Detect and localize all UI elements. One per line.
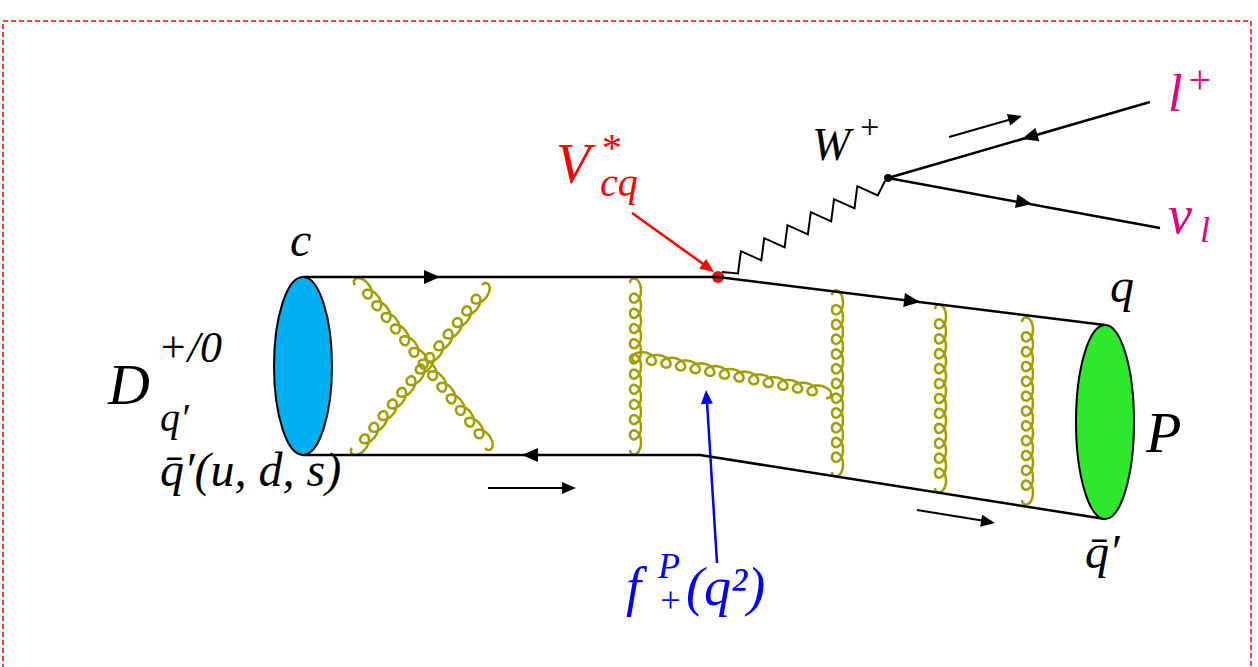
gluon-coil <box>630 278 641 454</box>
frame-border <box>3 21 1251 667</box>
form-factor-label: + <box>658 582 682 618</box>
gluon-coil <box>351 283 490 455</box>
form-factor-label: (q²) <box>686 560 765 614</box>
lepton-label: + <box>1186 60 1213 100</box>
gluon-coil <box>354 278 493 450</box>
w-boson-line <box>722 181 885 273</box>
quark-line-path <box>303 455 1105 519</box>
quark-line-path <box>303 277 1105 325</box>
leader-line <box>707 402 717 563</box>
form-factor-label: f <box>626 560 641 614</box>
gluon-coil <box>832 290 843 476</box>
ellipse-shape <box>274 277 332 455</box>
lepton-label: ν <box>1168 188 1192 242</box>
arrow-head <box>980 515 995 527</box>
quark-line <box>303 277 1105 325</box>
momentum-arrow <box>488 487 566 489</box>
vertex-dot <box>884 174 892 182</box>
neutrino-line <box>888 178 1160 228</box>
ellipse-outline <box>1075 324 1135 520</box>
boson-label: W <box>812 122 850 168</box>
quark-line <box>303 455 1105 519</box>
quark-label: q <box>1110 262 1134 310</box>
quark-label: q̄′(u, d, s) <box>160 446 341 494</box>
gluon-coil <box>935 304 946 492</box>
arrow-head <box>701 390 713 404</box>
gluon-coil <box>1022 317 1033 504</box>
quark-label: q̄′ <box>1085 528 1120 576</box>
gluon-lines <box>351 278 1033 505</box>
form-factor-label: P <box>658 548 680 584</box>
boson-label: + <box>858 110 881 144</box>
arrow-head <box>1015 194 1032 208</box>
arrow-head <box>562 482 576 494</box>
lepton-line <box>888 102 1150 178</box>
leader-line <box>632 213 706 266</box>
decorations <box>424 102 1160 563</box>
meson-label: P <box>1146 404 1181 462</box>
lepton-label: l <box>1168 68 1182 120</box>
meson-ellipse: D+/0q′ <box>273 276 333 456</box>
ckm-label: V <box>556 136 590 192</box>
arrow-head <box>1022 128 1039 141</box>
meson-label: D <box>108 356 150 414</box>
arrow-head <box>699 259 714 272</box>
meson-label: +/0 <box>158 326 222 370</box>
ckm-label: * <box>600 128 620 168</box>
ellipse-outline <box>273 276 333 456</box>
ckm-label: cq <box>600 163 638 203</box>
quark-label: c <box>290 216 311 264</box>
meson-ellipse: P <box>1075 324 1135 520</box>
gluon-coil <box>632 352 831 398</box>
lepton-label: l <box>1200 212 1210 248</box>
meson-label: q′ <box>160 398 189 438</box>
momentum-arrow <box>917 510 985 521</box>
momentum-arrow <box>949 119 1012 137</box>
ellipse-shape <box>1076 325 1134 519</box>
arrow-head <box>1007 114 1022 126</box>
